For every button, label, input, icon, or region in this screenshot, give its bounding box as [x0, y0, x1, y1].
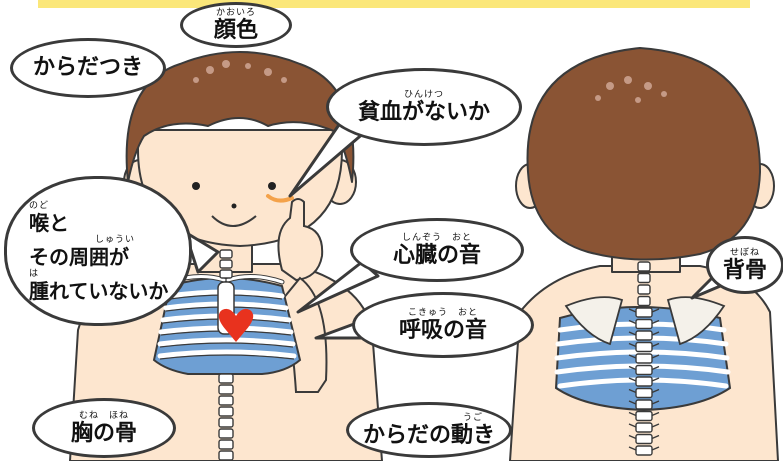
anemia-bubble: ひんけつ 貧血がないか: [326, 68, 522, 146]
spine-bubble: せぼね 背骨: [706, 236, 783, 294]
spine-reading: せぼね: [730, 249, 760, 258]
chest-bone-bubble: むね ほね 胸の骨: [32, 398, 176, 458]
face-color-reading: かおいろ: [216, 9, 256, 18]
back-vertebra: [636, 400, 652, 409]
face-color-label: 顔色: [214, 20, 258, 42]
back-vertebra: [636, 389, 652, 398]
body-movement-label: からだの動き: [363, 425, 495, 447]
body-shape-bubble: からだつき: [10, 38, 166, 98]
heart-sound-bubble: しんぞう おと 心臓の音: [350, 218, 524, 282]
back-vertebra: [638, 297, 650, 306]
back-vertebra: [636, 412, 652, 421]
back-vertebra: [636, 377, 652, 386]
back-vertebra: [636, 446, 652, 455]
breath-sound-reading: こきゅう おと: [408, 309, 478, 318]
throat-label-line3: 腫れていないか: [29, 281, 168, 301]
chest-bone-label: 胸の骨: [71, 423, 137, 445]
chest-bone-reading: むね ほね: [79, 412, 129, 421]
back-vertebra: [636, 354, 652, 363]
face-color-bubble: かおいろ 顔色: [180, 2, 292, 48]
back-vertebra: [636, 435, 652, 444]
throat-reading-3: は: [29, 270, 39, 279]
heart-sound-reading: しんぞう おと: [402, 234, 472, 243]
back-vertebra: [638, 285, 650, 294]
heart-sound-label: 心臓の音: [393, 245, 481, 267]
throat-reading-1: のど: [29, 202, 49, 211]
body-movement-reading: うご: [463, 414, 483, 423]
body-movement-bubble: うご からだの動き: [346, 402, 512, 458]
back-vertebra: [636, 308, 652, 317]
breath-sound-bubble: こきゅう おと 呼吸の音: [352, 292, 534, 358]
back-vertebra: [636, 343, 652, 352]
body-shape-label: からだつき: [33, 57, 143, 79]
throat-bubble: のど 喉と しゅうい その周囲が は 腫れていないか: [4, 176, 192, 326]
anemia-reading: ひんけつ: [404, 91, 444, 100]
back-vertebra: [636, 320, 652, 329]
throat-reading-2: しゅうい: [95, 236, 135, 245]
spine-label: 背骨: [723, 260, 767, 282]
back-vertebra: [638, 274, 650, 283]
anemia-label: 貧血がないか: [358, 102, 490, 124]
back-vertebra: [638, 262, 650, 271]
back-vertebra: [636, 331, 652, 340]
back-vertebra: [636, 366, 652, 375]
back-vertebra: [636, 423, 652, 432]
throat-label-line1: 喉と: [29, 213, 69, 233]
breath-sound-label: 呼吸の音: [399, 320, 487, 342]
throat-label-line2: その周囲が: [29, 247, 129, 267]
